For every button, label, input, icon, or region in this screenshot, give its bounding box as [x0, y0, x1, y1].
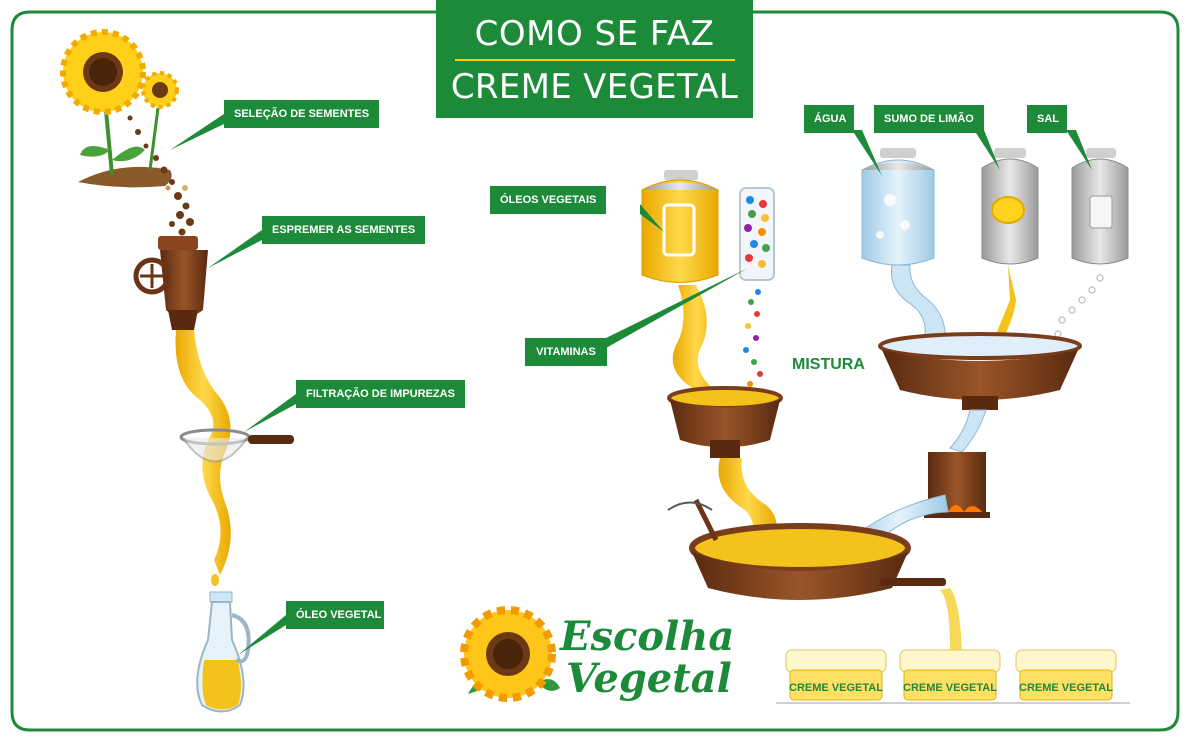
funnel-right-icon [878, 332, 1082, 410]
lemon-tank-icon [981, 148, 1039, 265]
seeds [127, 115, 194, 236]
brand-line2: Vegetal [566, 655, 732, 702]
salt-grains [1054, 274, 1104, 338]
tub-label-1: CREME VEGETAL [789, 682, 883, 694]
oil-droplet [211, 574, 219, 586]
margarine-tub-3 [1015, 649, 1117, 701]
brand-line1: Escolha [560, 613, 735, 660]
label-sumo-limao: SUMO DE LIMÃO [874, 105, 984, 133]
label-mistura: MISTURA [792, 356, 865, 373]
pointer-oleos [640, 204, 664, 232]
oil-bottle-icon [196, 591, 251, 713]
pointer-espremer [208, 230, 262, 268]
label-agua: ÁGUA [804, 105, 854, 133]
pointer-filtracao [244, 394, 296, 432]
pour-stream [940, 588, 962, 652]
label-espremer: ESPREMER AS SEMENTES [262, 216, 426, 244]
soil [78, 166, 172, 188]
mixing-pan-icon [667, 498, 946, 600]
salt-tank-icon [1071, 148, 1129, 265]
brand-sunflower-logo [460, 606, 560, 702]
title-box: COMO SE FAZ CREME VEGETAL [436, 0, 753, 118]
pointer-limao [974, 130, 1000, 170]
strainer-icon [179, 428, 294, 463]
margarine-tub-1 [785, 649, 887, 701]
pointer-oleo [238, 615, 286, 655]
vitamin-tube-icon [739, 187, 775, 281]
title-line2: CREME VEGETAL [450, 67, 739, 107]
pointer-agua [852, 130, 882, 176]
vitamin-drops [743, 289, 763, 387]
title-line1: COMO SE FAZ [474, 14, 715, 54]
pointer-sal [1066, 130, 1092, 170]
funnel-middle-icon [667, 386, 783, 458]
tub-label-3: CREME VEGETAL [1019, 682, 1113, 694]
label-sal: SAL [1027, 105, 1067, 133]
frame-border [10, 10, 1180, 732]
lemon-stream [990, 265, 1016, 348]
label-oleo-vegetal: ÓLEO VEGETAL [286, 601, 384, 629]
label-selecao: SELEÇÃO DE SEMENTES [224, 100, 380, 128]
title-rule [454, 59, 735, 61]
label-filtracao: FILTRAÇÃO DE IMPUREZAS [296, 380, 465, 408]
sunflower-small-icon [141, 71, 179, 171]
water-tank-icon [861, 148, 935, 266]
oil-stream-tank [672, 285, 720, 395]
margarine-tub-2 [899, 649, 1001, 701]
tub-label-2: CREME VEGETAL [903, 682, 997, 694]
water-pipe [949, 409, 987, 453]
pointer-vitaminas [606, 268, 748, 348]
label-oleos-vegetais: ÓLEOS VEGETAIS [490, 186, 607, 214]
sunflower-big-icon [60, 29, 146, 176]
oil-tank-icon [641, 170, 719, 283]
press-machine-icon [133, 236, 208, 330]
label-vitaminas: VITAMINAS [525, 338, 607, 366]
pointer-selecao [170, 114, 224, 150]
brand-text: Escolha Vegetal [560, 616, 734, 700]
